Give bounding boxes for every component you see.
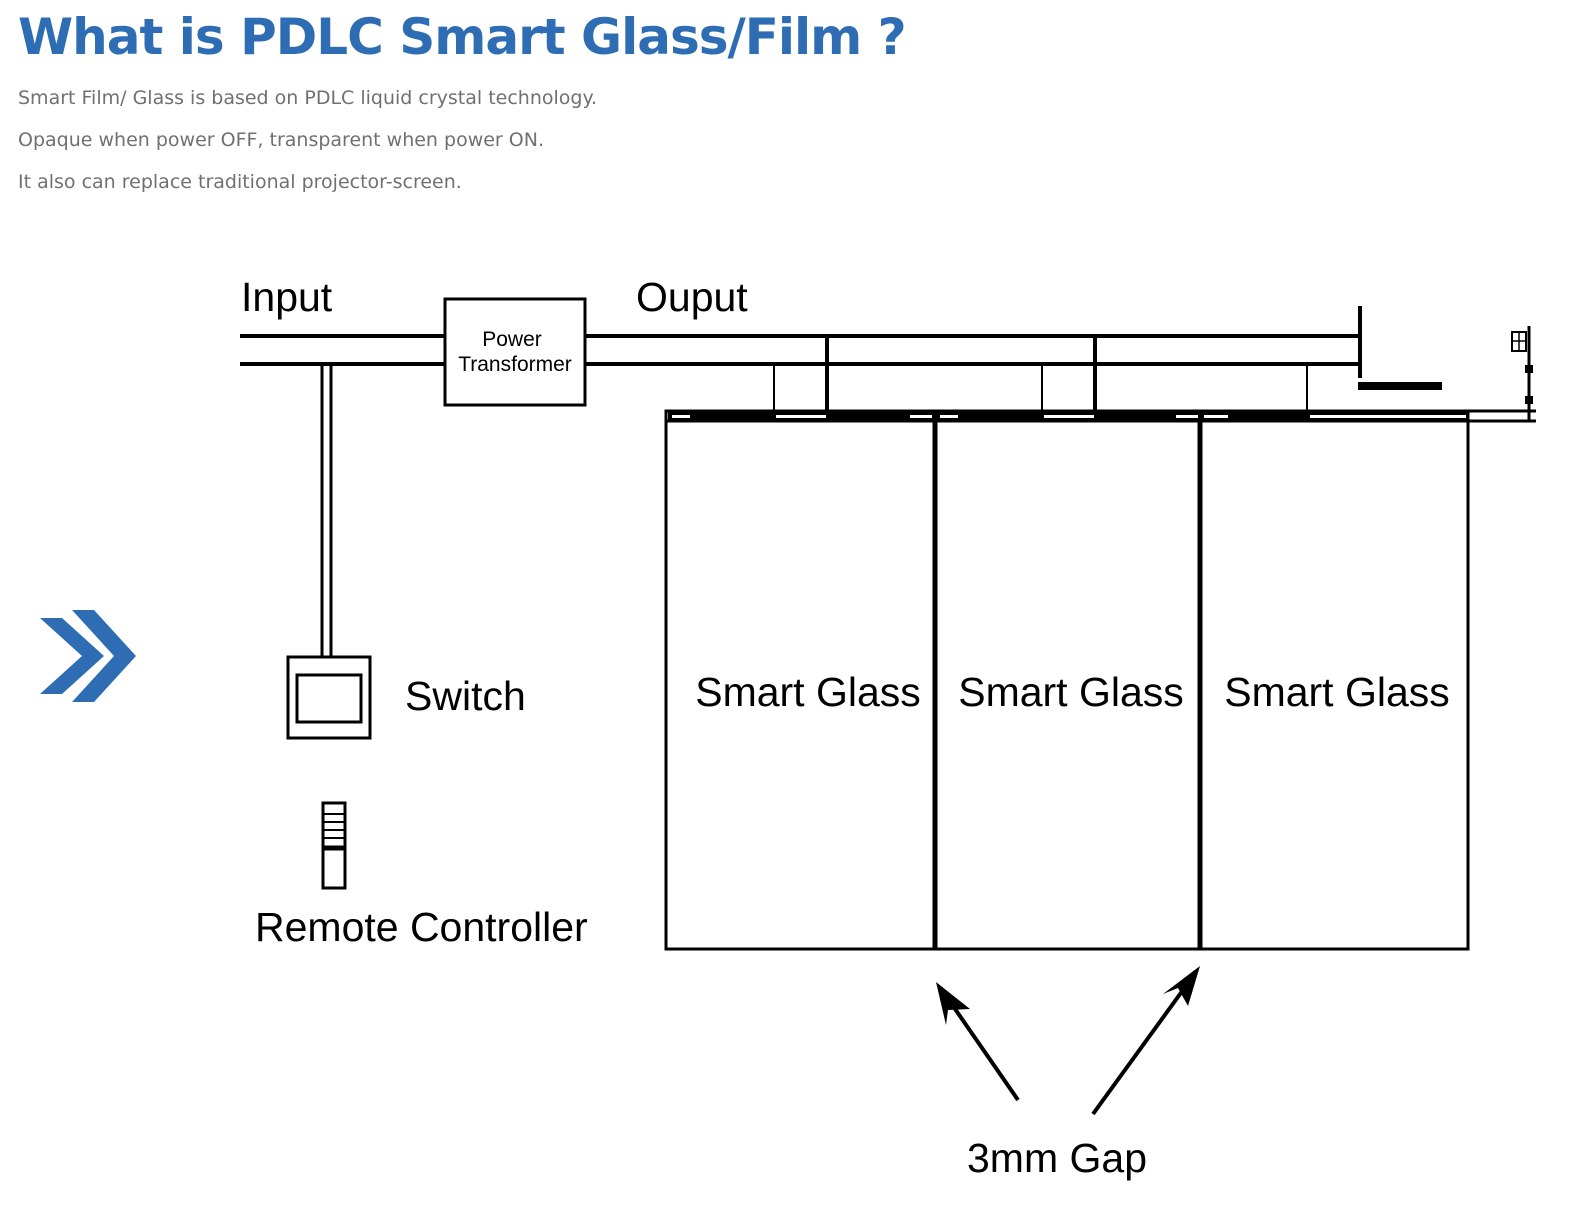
smart-glass-panels [664,409,1470,951]
wall-bracket [1511,326,1533,421]
smart-glass-label-3: Smart Glass [1224,669,1450,715]
transformer-label-line-2: Transformer [458,353,572,376]
output-label: Ouput [636,274,748,320]
remote-controller-icon [321,801,347,890]
remote-controller-label: Remote Controller [255,904,588,950]
gap-arrow-left-head-icon [936,982,970,1025]
switch-icon [286,655,372,740]
transformer-label-line-1: Power [482,328,542,351]
smart-glass-label-2: Smart Glass [958,669,1184,715]
description-line-3: It also can replace traditional projecto… [18,171,462,193]
description-line-2: Opaque when power OFF, transparent when … [18,129,544,151]
output-bus [585,306,1442,390]
gap-arrows [936,966,1200,1116]
power-transformer-box [443,297,587,407]
input-wires [240,334,445,366]
smart-glass-panel-1 [664,409,1470,951]
switch-wire [320,364,333,656]
input-label: Input [241,274,333,320]
gap-label: 3mm Gap [967,1135,1147,1181]
smart-glass-label-1: Smart Glass [695,669,921,715]
gap-arrow-right-head-icon [1163,966,1200,1006]
panel-feed-wires [773,336,1308,412]
switch-label: Switch [405,673,526,719]
double-chevron-right-icon [40,610,136,702]
page-title: What is PDLC Smart Glass/Film ? [18,8,907,66]
description-line-1: Smart Film/ Glass is based on PDLC liqui… [18,87,598,109]
